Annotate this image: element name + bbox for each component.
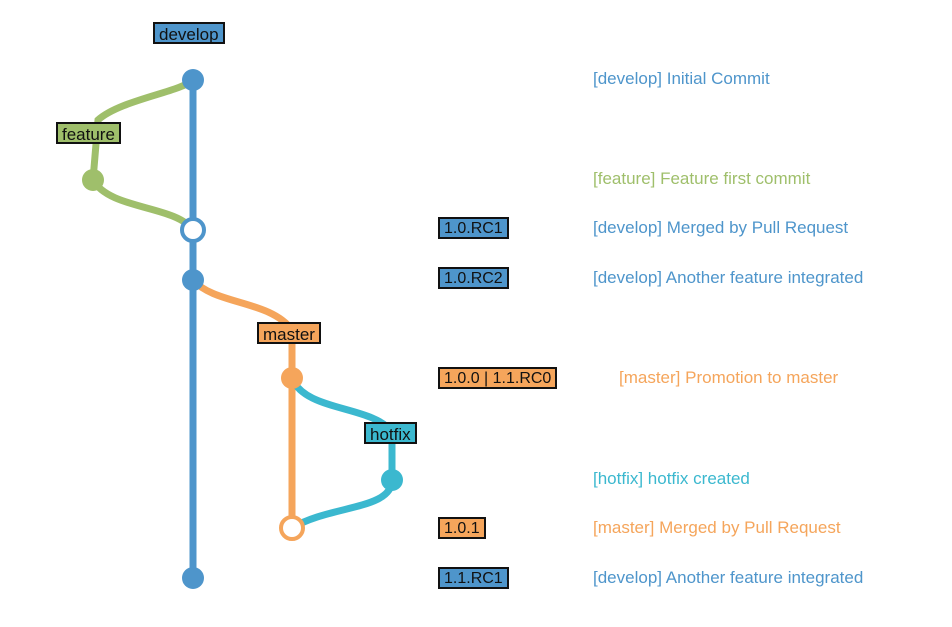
commit-message-4: [develop] Another feature integrated [593,268,864,287]
master-branch-line [189,276,296,532]
tag-commit-4: 1.0.RC2 [438,267,509,289]
branch-label-develop: develop [153,22,225,44]
tag-commit-5: 1.0.0 | 1.1.RC0 [438,367,558,389]
branch-label-hotfix: hotfix [364,422,417,444]
branch-label-master: master [257,322,321,344]
tag-commit-3: 1.0.RC1 [438,217,509,239]
commit-dot-hotfix-created[interactable] [381,469,403,491]
commit-message-7: [master] Merged by Pull Request [593,518,841,537]
commit-dot-feature-first[interactable] [82,169,104,191]
commit-message-8: [develop] Another feature integrated [593,568,864,587]
commit-dot-develop-last[interactable] [182,567,204,589]
commit-dot-master-merge[interactable] [279,515,305,541]
commit-dot-develop-another[interactable] [182,269,204,291]
branch-label-feature: feature [56,122,121,144]
tag-commit-8: 1.1.RC1 [438,567,509,589]
commit-dot-master-promotion[interactable] [281,367,303,389]
commit-dot-develop-initial[interactable] [182,69,204,91]
commit-message-1: [develop] Initial Commit [593,69,770,88]
commit-message-2: [feature] Feature first commit [593,169,811,188]
commit-message-5: [master] Promotion to master [619,368,839,387]
commit-dot-develop-merge[interactable] [180,217,206,243]
tag-commit-7: 1.0.1 [438,517,486,539]
feature-branch-line [89,76,197,234]
commit-message-3: [develop] Merged by Pull Request [593,218,849,237]
commit-message-6: [hotfix] hotfix created [593,469,750,488]
hotfix-branch-line [288,374,396,532]
